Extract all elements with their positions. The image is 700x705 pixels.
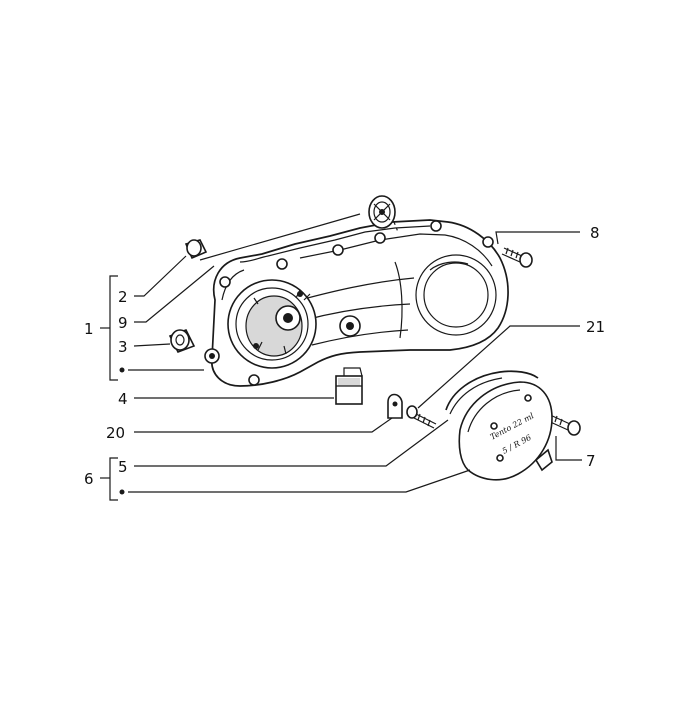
roller-part <box>368 195 396 229</box>
callout-2: 2 <box>118 288 128 306</box>
callout-6: 6 <box>84 470 94 488</box>
callout-7: 7 <box>586 452 596 470</box>
callout-dot-group-6 <box>119 489 125 495</box>
callout-21: 21 <box>586 318 605 336</box>
screw-part-21 <box>406 405 437 429</box>
rubber-pad-part-4 <box>335 367 363 405</box>
transmission-cover <box>204 219 509 387</box>
leader-lines <box>100 213 582 501</box>
callout-dot-group-1 <box>119 367 125 373</box>
bolt-part-8 <box>501 247 533 268</box>
callout-9: 9 <box>118 314 128 332</box>
air-intake-cover: Tento 22 ml 5 / R 96 <box>445 370 553 481</box>
callout-1: 1 <box>84 320 94 338</box>
bush-part-3 <box>168 328 196 354</box>
clip-part-20 <box>387 393 403 419</box>
callout-labels: 1 2 9 3 4 20 6 5 8 21 7 <box>84 224 605 495</box>
callout-20: 20 <box>106 424 125 442</box>
callout-3: 3 <box>118 338 128 356</box>
callout-4: 4 <box>118 390 128 408</box>
callout-5: 5 <box>118 458 128 476</box>
callout-8: 8 <box>590 224 600 242</box>
bolt-part-7 <box>545 413 581 436</box>
bush-part-2 <box>184 239 208 260</box>
